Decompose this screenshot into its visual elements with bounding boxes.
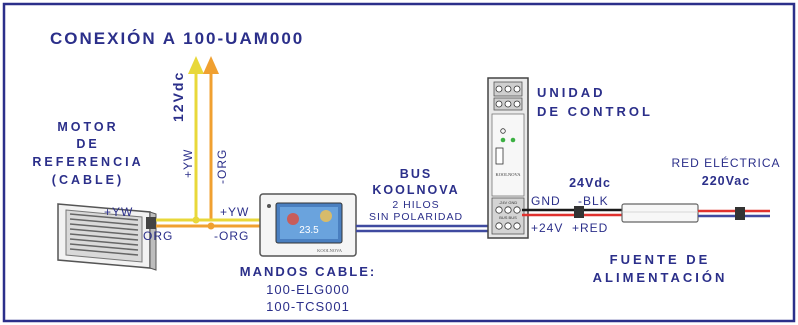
grille-org-label: ORG [143, 229, 173, 243]
supply-connector [574, 206, 584, 218]
thermostat-yw-label: +YW [220, 205, 249, 219]
control-unit-terminal-bottom: BUS BUS [499, 215, 517, 220]
control-unit-terminal-top: -24V GND [499, 200, 518, 205]
thermostat-display-value: 23.5 [299, 225, 319, 236]
supply-voltage-label: 24Vdc [569, 176, 611, 190]
mains-label-line2: 220Vac [702, 174, 750, 188]
control-unit-led-off [500, 128, 506, 134]
bus-label-line4: SIN POLARIDAD [369, 211, 463, 223]
thermostat-brand: KOOLNOVA [317, 248, 343, 253]
grille-yw-label: +YW [104, 205, 133, 219]
mandos-model-1: 100-ELG000 [266, 282, 350, 297]
red-label: +RED [572, 221, 608, 235]
grille-connector [146, 217, 156, 229]
thermostat-org-label: -ORG [214, 229, 249, 243]
control-unit-led-green-2 [510, 137, 516, 143]
motor-label: MOTOR DE REFERENCIA (CABLE) [32, 120, 143, 187]
control-unit-label-line1: UNIDAD [537, 85, 606, 100]
power-supply-image [621, 203, 699, 223]
power-arrows [188, 56, 219, 220]
plus24v-label: +24V [531, 221, 563, 235]
yw-junction [192, 216, 200, 224]
control-unit-image: KOOLNOVA -24V GND BUS BUS [487, 77, 529, 239]
blk-label: -BLK [578, 194, 609, 208]
org-junction [207, 222, 215, 230]
bus-label-line2: KOOLNOVA [372, 183, 459, 197]
mains-label-line1: RED ELÉCTRICA [671, 155, 780, 170]
motor-label-line3: REFERENCIA [32, 155, 143, 169]
control-unit-led-green [500, 137, 506, 143]
power-voltage-label: 12Vdc [170, 71, 186, 122]
vertical-org-label: -ORG [215, 149, 229, 184]
control-unit-brand: KOOLNOVA [496, 172, 522, 177]
mandos-model-2: 100-TCS001 [266, 299, 350, 314]
bus-label-line1: BUS [400, 167, 432, 181]
diagram-title: CONEXIÓN A 100-UAM000 [50, 29, 304, 48]
yellow-arrow-head [188, 56, 204, 74]
motor-label-line4: (CABLE) [52, 173, 124, 187]
motor-label-line1: MOTOR [57, 120, 118, 134]
bus-label-line3: 2 HILOS [392, 199, 439, 211]
supply-label-line2: ALIMENTACIÓN [593, 270, 728, 285]
motor-label-line2: DE [76, 137, 99, 151]
vertical-yw-label: +YW [181, 149, 195, 178]
orange-arrow-head [203, 56, 219, 74]
thermostat-image: 23.5 KOOLNOVA [259, 193, 357, 257]
supply-label-line1: FUENTE DE [610, 252, 711, 267]
gnd-label: GND [531, 194, 561, 208]
mandos-title: MANDOS CABLE: [240, 264, 377, 279]
control-unit-label-line2: DE CONTROL [537, 104, 653, 119]
bus-label: BUS KOOLNOVA 2 HILOS SIN POLARIDAD [369, 167, 463, 223]
mains-connector [735, 207, 745, 220]
